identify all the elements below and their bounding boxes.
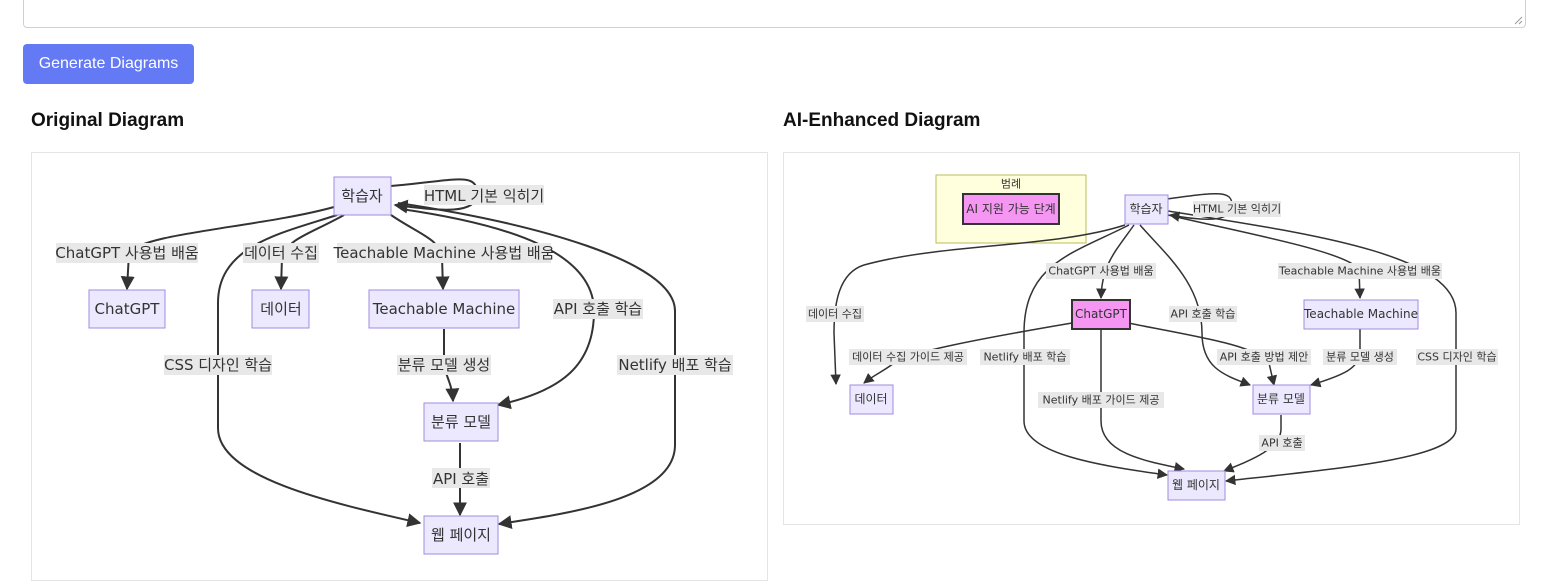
enhanced-nodes: 학습자 ChatGPT Teachable Machine 데이터 분류 모델 …	[849, 194, 1419, 501]
edge-label-api-suggest: API 호출 방법 제안	[1217, 349, 1311, 365]
generate-diagrams-button[interactable]: Generate Diagrams	[23, 44, 194, 84]
node-classification-model[interactable]: 분류 모델	[1252, 384, 1311, 415]
edge-label-tm: Teachable Machine 사용법 배움	[1278, 263, 1442, 279]
svg-text:웹 페이지: 웹 페이지	[431, 526, 491, 544]
svg-text:Teachable Machine: Teachable Machine	[372, 300, 515, 318]
edge-label-model-gen: 분류 모델 생성	[397, 355, 491, 375]
svg-text:분류 모델 생성: 분류 모델 생성	[398, 356, 490, 374]
svg-text:API 호출 학습: API 호출 학습	[554, 300, 642, 318]
svg-text:Teachable Machine 사용법 배움: Teachable Machine 사용법 배움	[1278, 265, 1441, 278]
node-chatgpt[interactable]: ChatGPT	[1071, 299, 1131, 330]
svg-text:Netlify 배포 학습: Netlify 배포 학습	[983, 351, 1066, 364]
svg-text:데이터: 데이터	[260, 300, 301, 318]
edge-learner-chatgpt	[1096, 224, 1135, 300]
node-data[interactable]: 데이터	[849, 384, 894, 415]
edge-label-css: CSS 디자인 학습	[164, 355, 272, 375]
edge-label-chatgpt: ChatGPT 사용법 배움	[55, 243, 199, 263]
edge-label-api-learn: API 호출 학습	[1169, 306, 1237, 322]
svg-text:ChatGPT 사용법 배움: ChatGPT 사용법 배움	[55, 244, 198, 262]
svg-text:AI 지원 가능 단계: AI 지원 가능 단계	[966, 202, 1055, 216]
edge-learner-web-css	[217, 214, 422, 528]
svg-text:분류 모델 생성: 분류 모델 생성	[1326, 351, 1394, 364]
original-diagram: HTML 기본 익히기 ChatGPT 사용법 배움 데이터 수집 Teacha…	[55, 176, 733, 555]
node-classification-model[interactable]: 분류 모델	[423, 402, 499, 442]
edge-label-model-gen: 분류 모델 생성	[1323, 349, 1397, 365]
resize-handle-icon[interactable]	[1513, 15, 1523, 25]
legend-title: 범례	[1001, 178, 1021, 191]
svg-text:Teachable Machine: Teachable Machine	[1303, 307, 1418, 321]
edge-label-tm: Teachable Machine 사용법 배움	[333, 243, 555, 263]
svg-text:CSS 디자인 학습: CSS 디자인 학습	[1417, 351, 1496, 364]
edge-label-api-call: API 호출	[432, 468, 490, 488]
svg-text:학습자: 학습자	[1129, 202, 1162, 216]
edge-label-api-learn: API 호출 학습	[553, 299, 643, 319]
enhanced-edge-labels: HTML 기본 익히기 ChatGPT 사용법 배움 Teachable Mac…	[806, 201, 1498, 451]
edge-learner-model-api	[1139, 224, 1251, 387]
edge-learner-web-netlify	[397, 202, 676, 530]
enhanced-diagram-panel: 범례 AI 지원 가능 단계 HTML 기본 익히기 ChatGPT 사용법 배…	[783, 152, 1520, 525]
edge-label-netlify-guide: Netlify 배포 가이드 제공	[1038, 392, 1164, 408]
legend-ai-step: AI 지원 가능 단계	[962, 193, 1060, 225]
original-edges	[120, 178, 676, 530]
edge-label-html: HTML 기본 익히기	[1193, 201, 1281, 217]
edge-label-api-call: API 호출	[1259, 435, 1305, 451]
edge-label-data-guide: 데이터 수집 가이드 제공	[849, 349, 967, 365]
svg-text:API 호출: API 호출	[433, 470, 489, 488]
enhanced-edges	[830, 193, 1457, 486]
node-learner[interactable]: 학습자	[1124, 194, 1169, 225]
legend: 범례 AI 지원 가능 단계	[935, 174, 1087, 244]
svg-text:HTML 기본 익히기: HTML 기본 익히기	[424, 187, 544, 205]
svg-text:웹 페이지: 웹 페이지	[1172, 478, 1220, 492]
original-diagram-title: Original Diagram	[31, 110, 185, 131]
svg-text:데이터 수집: 데이터 수집	[244, 244, 318, 262]
node-teachable-machine[interactable]: Teachable Machine	[1303, 299, 1419, 330]
edge-learner-web-netlify	[1023, 224, 1169, 479]
edge-label-chatgpt: ChatGPT 사용법 배움	[1046, 263, 1156, 279]
svg-text:분류 모델: 분류 모델	[1257, 392, 1305, 406]
node-web-page[interactable]: 웹 페이지	[423, 515, 499, 555]
edge-label-html: HTML 기본 익히기	[424, 185, 544, 205]
node-chatgpt[interactable]: ChatGPT	[88, 289, 166, 329]
original-nodes: 학습자 ChatGPT 데이터 Teachable Machine 분류 모델 …	[88, 176, 520, 555]
node-data[interactable]: 데이터	[251, 289, 310, 329]
svg-text:학습자: 학습자	[341, 187, 383, 205]
enhanced-diagram: 범례 AI 지원 가능 단계 HTML 기본 익히기 ChatGPT 사용법 배…	[806, 174, 1498, 501]
svg-text:API 호출: API 호출	[1261, 437, 1302, 450]
svg-text:HTML 기본 익히기: HTML 기본 익히기	[1193, 202, 1281, 216]
svg-text:데이터 수집: 데이터 수집	[808, 308, 862, 321]
svg-text:분류 모델: 분류 모델	[431, 413, 491, 431]
svg-text:CSS 디자인 학습: CSS 디자인 학습	[164, 356, 272, 374]
svg-text:ChatGPT: ChatGPT	[1075, 307, 1128, 321]
diagram-input-textarea[interactable]	[23, 0, 1526, 28]
node-web-page[interactable]: 웹 페이지	[1167, 470, 1226, 501]
svg-text:ChatGPT 사용법 배움: ChatGPT 사용법 배움	[1048, 265, 1153, 278]
node-learner[interactable]: 학습자	[333, 176, 392, 216]
edge-chatgpt-web	[1100, 329, 1186, 473]
svg-text:데이터: 데이터	[854, 392, 887, 406]
edge-learner-web-css	[1167, 210, 1457, 486]
original-diagram-panel: HTML 기본 익히기 ChatGPT 사용법 배움 데이터 수집 Teacha…	[31, 152, 768, 581]
edge-label-data: 데이터 수집	[243, 243, 319, 263]
edge-label-netlify: Netlify 배포 학습	[617, 355, 733, 375]
svg-text:ChatGPT: ChatGPT	[95, 300, 161, 318]
original-edge-labels: HTML 기본 익히기 ChatGPT 사용법 배움 데이터 수집 Teacha…	[55, 185, 733, 488]
svg-text:Netlify 배포 학습: Netlify 배포 학습	[618, 356, 731, 374]
svg-text:API 호출 학습: API 호출 학습	[1171, 308, 1236, 321]
edge-learner-data	[830, 224, 1126, 386]
enhanced-diagram-title: AI-Enhanced Diagram	[783, 110, 981, 131]
svg-text:Teachable Machine 사용법 배움: Teachable Machine 사용법 배움	[333, 244, 555, 262]
svg-text:API 호출 방법 제안: API 호출 방법 제안	[1220, 351, 1309, 364]
edge-label-css: CSS 디자인 학습	[1416, 349, 1498, 365]
edge-label-data: 데이터 수집	[806, 306, 864, 322]
svg-text:데이터 수집 가이드 제공: 데이터 수집 가이드 제공	[852, 351, 964, 364]
node-teachable-machine[interactable]: Teachable Machine	[368, 289, 520, 329]
svg-text:Netlify 배포 가이드 제공: Netlify 배포 가이드 제공	[1043, 394, 1160, 407]
edge-label-netlify: Netlify 배포 학습	[980, 349, 1070, 365]
